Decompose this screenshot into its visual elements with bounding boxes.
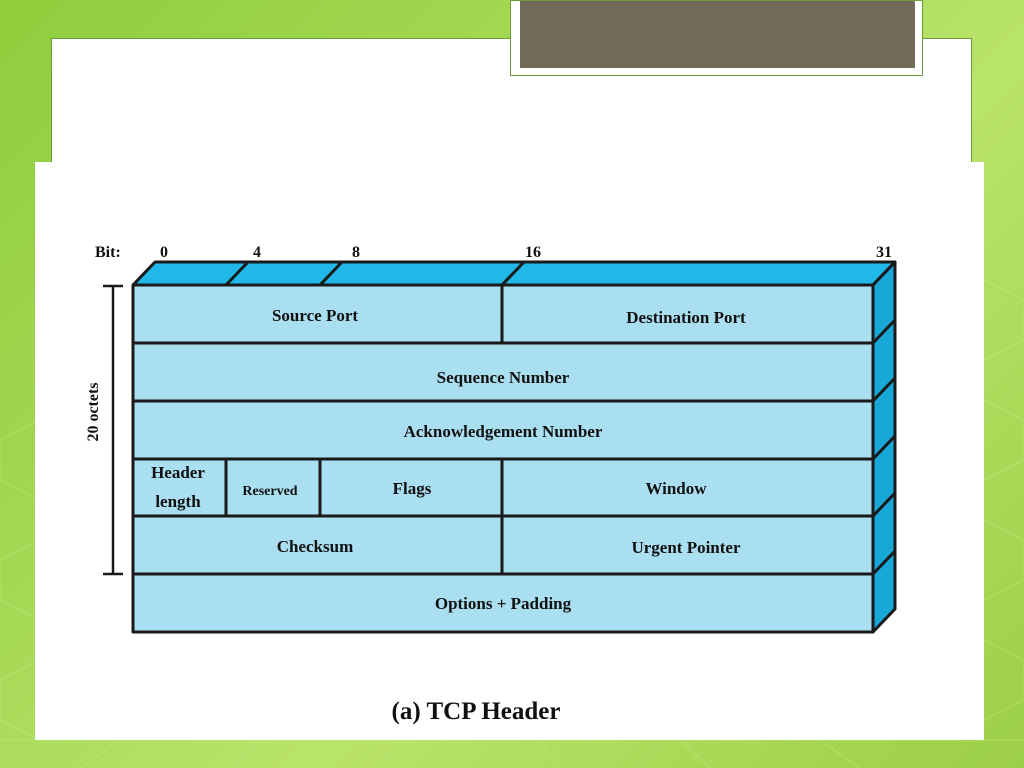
top-divider-8	[318, 260, 344, 287]
bit-mark-0: 0	[160, 244, 168, 261]
side-divider-5	[871, 549, 897, 576]
title-placeholder	[510, 0, 923, 76]
label-flags: Flags	[393, 479, 432, 498]
label-source-port: Source Port	[272, 306, 358, 325]
title-bar	[520, 1, 915, 68]
cell-urgent-pointer	[500, 514, 875, 576]
label-header-length-line2: length	[155, 492, 201, 511]
cell-window	[500, 457, 875, 518]
side-divider-2	[871, 376, 897, 403]
label-destination-port: Destination Port	[626, 308, 746, 327]
label-checksum: Checksum	[277, 537, 354, 556]
octets-label: 20 octets	[85, 382, 102, 441]
label-reserved: Reserved	[242, 484, 297, 499]
side-divider-1	[871, 318, 897, 345]
cell-options-padding	[131, 572, 875, 634]
bit-mark-4: 4	[253, 244, 261, 261]
side-divider-3	[871, 434, 897, 461]
cell-acknowledgement-number	[131, 399, 875, 461]
label-urgent-pointer: Urgent Pointer	[631, 538, 741, 557]
label-sequence-number: Sequence Number	[437, 368, 570, 387]
bit-mark-8: 8	[352, 244, 360, 261]
side-divider-4	[871, 491, 897, 518]
label-acknowledgement-number: Acknowledgement Number	[404, 422, 603, 441]
label-header-length-line1: Header	[151, 463, 205, 482]
top-divider-4	[224, 260, 250, 287]
bit-mark-16: 16	[525, 244, 541, 261]
cell-destination-port	[500, 283, 875, 345]
label-window: Window	[645, 479, 707, 498]
figure-caption: (a) TCP Header	[392, 698, 561, 725]
octets-bracket	[103, 284, 123, 576]
bit-mark-31: 31	[876, 244, 892, 261]
top-divider-16	[500, 260, 526, 287]
cell-source-port	[131, 283, 504, 345]
cell-sequence-number	[131, 341, 875, 403]
label-options-padding: Options + Padding	[435, 594, 572, 613]
cell-flags	[318, 457, 504, 518]
bit-axis-label: Bit:	[95, 244, 121, 261]
